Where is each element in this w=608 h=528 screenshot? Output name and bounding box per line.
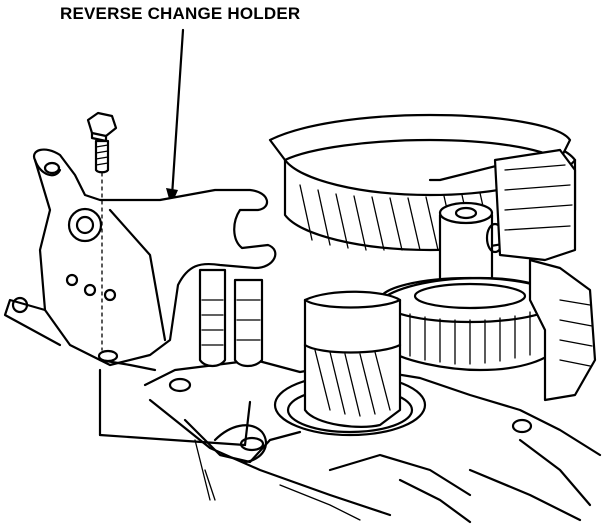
reference-lines (98, 368, 252, 501)
bolt-icon (86, 111, 118, 351)
callout-leader-line (166, 28, 185, 206)
callout-label: REVERSE CHANGE HOLDER (60, 4, 301, 23)
reverse-change-holder (3, 148, 277, 372)
transmission-gears (268, 113, 597, 428)
